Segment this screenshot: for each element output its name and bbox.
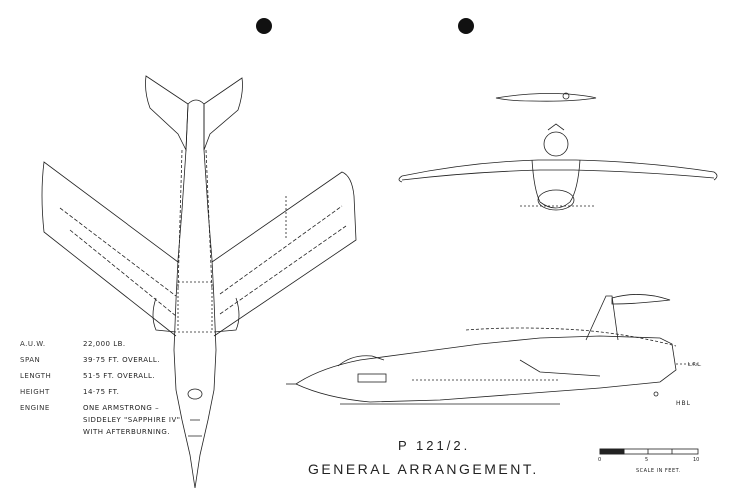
spec-key: LENGTH — [20, 372, 52, 380]
drawing-title: GENERAL ARRANGEMENT. — [308, 461, 539, 477]
punch-hole-right — [458, 18, 474, 34]
spec-value: 39·75 FT. OVERALL. — [83, 356, 161, 364]
spec-key: A.U.W. — [20, 340, 46, 348]
plan-fuselage — [173, 99, 217, 489]
scale-tick-label: 0 — [598, 457, 602, 463]
datum-label: L.R.L. — [688, 362, 702, 368]
front-view-small — [495, 92, 597, 102]
plan-wing-root — [177, 281, 213, 333]
scale-tick-label: 5 — [645, 457, 649, 463]
plan-tailplane-right — [203, 77, 243, 151]
spec-value: 51·5 FT. OVERALL. — [83, 372, 156, 380]
punch-hole-left — [256, 18, 272, 34]
spec-key: HEIGHT — [20, 388, 50, 396]
drafter-initials: HBL — [676, 400, 691, 407]
scale-label: SCALE IN FEET. — [636, 468, 681, 474]
front-view — [398, 123, 718, 211]
plan-wing-right — [211, 171, 357, 337]
plan-tailplane-left — [145, 75, 189, 152]
spec-key: ENGINE — [20, 404, 50, 412]
scale-tick-label: 10 — [693, 457, 700, 463]
spec-value: 22,000 LB. — [83, 340, 126, 348]
spec-key: SPAN — [20, 356, 41, 364]
spec-value: SIDDELEY "SAPPHIRE IV" — [83, 416, 181, 424]
spec-value: ONE ARMSTRONG – — [83, 404, 160, 412]
drawing-number: P 121/2. — [398, 438, 471, 453]
side-tailplane — [611, 294, 671, 305]
plan-view — [41, 75, 357, 489]
scale-bar — [599, 448, 699, 455]
plan-wing-left — [41, 161, 179, 337]
spec-value: WITH AFTERBURNING. — [83, 428, 170, 436]
spec-value: 14·75 FT. — [83, 388, 120, 396]
side-view — [286, 294, 700, 405]
